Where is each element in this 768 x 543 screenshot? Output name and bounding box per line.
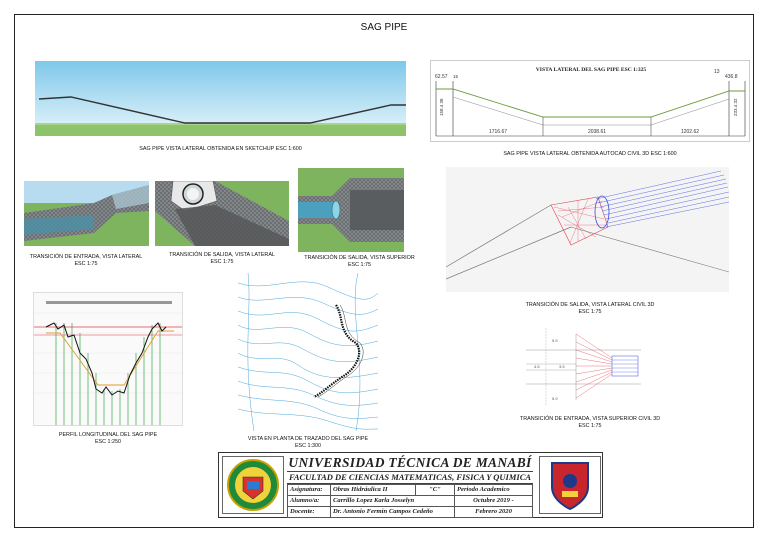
sketchup-lateral-view (35, 61, 406, 136)
left-top-label-2: 15 (453, 74, 459, 79)
utm-shield-logo (539, 456, 601, 514)
row1-label: Asignatura: (287, 484, 331, 496)
caption-salida-superior-1: Transición de salida, vista superior (304, 255, 415, 261)
title-block-table: Asignatura: Obras Hidráulica II "C" Peri… (287, 484, 533, 518)
caption-perfil-2: ESC 1:250 (94, 439, 122, 445)
sheet-border (14, 14, 754, 528)
civil3d-entrada-superior: 5.9 5.9 4.5 3.5 (526, 328, 641, 406)
row3-value: Dr. Antonio Fermin Campos Cedeño (330, 506, 455, 518)
row1-right: Periodo Academico (454, 484, 533, 496)
caption-planta-2: ESC 1:300 (294, 443, 322, 449)
title-block: UNIVERSIDAD TÉCNICA DE MANABÍ FACULTAD D… (218, 452, 603, 518)
salida-lateral-render (155, 181, 289, 246)
civil3d-lateral-drawing: VISTA LATERAL DEL SAG PIPE ESC 1:325 62.… (430, 60, 750, 142)
row1-group: "C" (415, 484, 455, 496)
caption-perfil-1: Perfil longitudinal del sag pipe (58, 432, 158, 438)
caption-planta-1: Vista en planta de trazado del sag pipe (247, 436, 369, 442)
entrada-lateral-render (24, 181, 149, 246)
caption-civil-lateral: Sag pipe vista lateral obtenida Autocad … (503, 151, 677, 157)
perfil-longitudinal-plot (33, 292, 183, 426)
left-vertical-dim: 158.4 38 (439, 98, 444, 116)
caption-entrada-lateral-1: Transición de entrada, vista lateral (29, 254, 143, 260)
salida-superior-render (298, 168, 404, 252)
caption-civil-entrada-2: ESC 1:75 (578, 423, 602, 429)
right-vertical-dim: 233.4 32 (733, 98, 738, 116)
caption-civil-salida-1: Transición de salida, vista lateral civi… (525, 302, 655, 308)
civil3d-salida-lateral (446, 167, 729, 292)
right-top-label-2: 436.8 (725, 74, 738, 80)
dim-1: 1716.67 (489, 129, 507, 135)
row2-label: Alumno/a: (287, 495, 331, 507)
university-name: UNIVERSIDAD TÉCNICA DE MANABÍ (287, 455, 533, 472)
row3-right: Febrero 2020 (454, 506, 533, 518)
title-block-text: UNIVERSIDAD TÉCNICA DE MANABÍ FACULTAD D… (287, 455, 533, 518)
row1-value: Obras Hidráulica II (330, 484, 416, 496)
caption-salida-lateral-2: ESC 1:75 (210, 259, 234, 265)
row2-right: Octubre 2019 - (454, 495, 533, 507)
caption-salida-superior-2: ESC 1:75 (347, 262, 372, 268)
entrada-dim-bottom: 5.9 (552, 396, 558, 401)
entrada-dim-mid-2: 3.5 (559, 364, 565, 369)
caption-civil-salida-2: ESC 1:75 (578, 309, 602, 315)
faculty-name: FACULTAD DE CIENCIAS MATEMATICAS, FISICA… (287, 472, 533, 484)
right-top-label: 13 (714, 69, 720, 75)
caption-salida-lateral-1: Transición de salida, vista lateral (169, 252, 275, 258)
caption-civil-entrada-1: Transición de entrada, vista superior ci… (519, 416, 661, 422)
dim-2: 2038.61 (588, 129, 606, 135)
row2-value: Carrillo Lopez Karla Josselyn (330, 495, 455, 507)
caption-entrada-lateral-2: ESC 1:75 (74, 261, 98, 267)
page-title: SAG PIPE (360, 22, 408, 33)
entrada-dim-top: 5.9 (552, 338, 558, 343)
left-top-label: 62.57 (435, 74, 448, 80)
row3-label: Docente: (287, 506, 331, 518)
vista-planta-contours (238, 273, 378, 431)
caption-sketchup-lateral: Sag pipe vista lateral obtenida en sketc… (139, 146, 302, 152)
entrada-dim-mid-1: 4.5 (534, 364, 540, 369)
utm-logo (222, 456, 284, 514)
dim-3: 1202.62 (681, 129, 699, 135)
lateral-heading: VISTA LATERAL DEL SAG PIPE ESC 1:325 (536, 67, 647, 73)
